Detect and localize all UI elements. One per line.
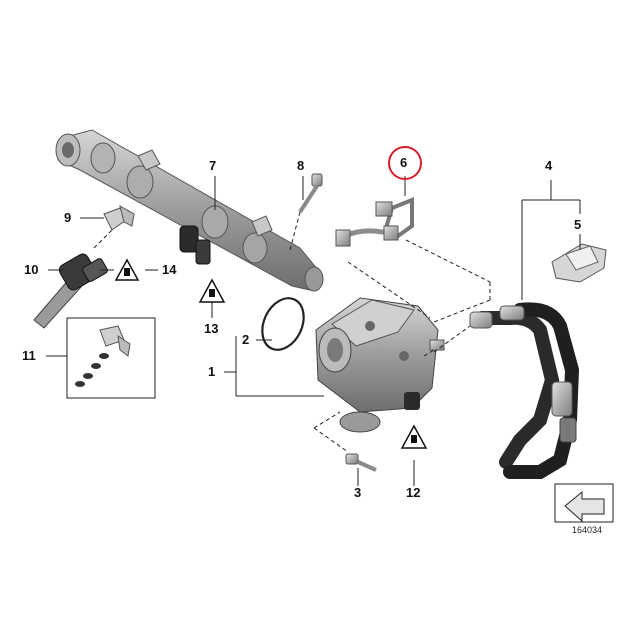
callout-11: 11: [22, 348, 36, 363]
bolt-part-8: [298, 173, 323, 214]
reference-number: 164034: [572, 525, 603, 535]
callout-4: 4: [545, 158, 553, 173]
callout-13: 13: [204, 321, 219, 336]
bracket-clip-part-5: [551, 243, 607, 283]
fuel-rail: [55, 129, 324, 292]
highlight-ring: [388, 146, 422, 180]
callout-8: 8: [297, 158, 305, 173]
callout-9: 9: [64, 210, 72, 225]
callout-1: 1: [208, 364, 216, 379]
o-ring-part-2: [261, 297, 305, 351]
warning-triangle-icon: [114, 258, 140, 281]
assembly-dashed-lines: [93, 211, 491, 453]
warning-triangle-icon: [198, 278, 226, 303]
clip-part-9: [103, 204, 135, 231]
high-pressure-line-part-6: [335, 197, 414, 247]
callout-10: 10: [24, 262, 39, 277]
callout-7: 7: [209, 158, 217, 173]
high-pressure-pump: [315, 297, 445, 433]
callout-12: 12: [406, 485, 421, 500]
callout-14: 14: [162, 262, 177, 277]
fuel-hose-part-4: [469, 302, 580, 479]
injector-part-10: [33, 253, 108, 329]
seal-kit-box: [66, 317, 156, 399]
callout-3: 3: [354, 485, 362, 500]
warning-triangle-icon: [400, 424, 428, 449]
bolt-part-3: [345, 453, 377, 472]
nav-arrow-icon: [554, 483, 614, 523]
leader-lines: [46, 176, 581, 486]
callout-2: 2: [242, 332, 250, 347]
callout-5: 5: [574, 217, 582, 232]
